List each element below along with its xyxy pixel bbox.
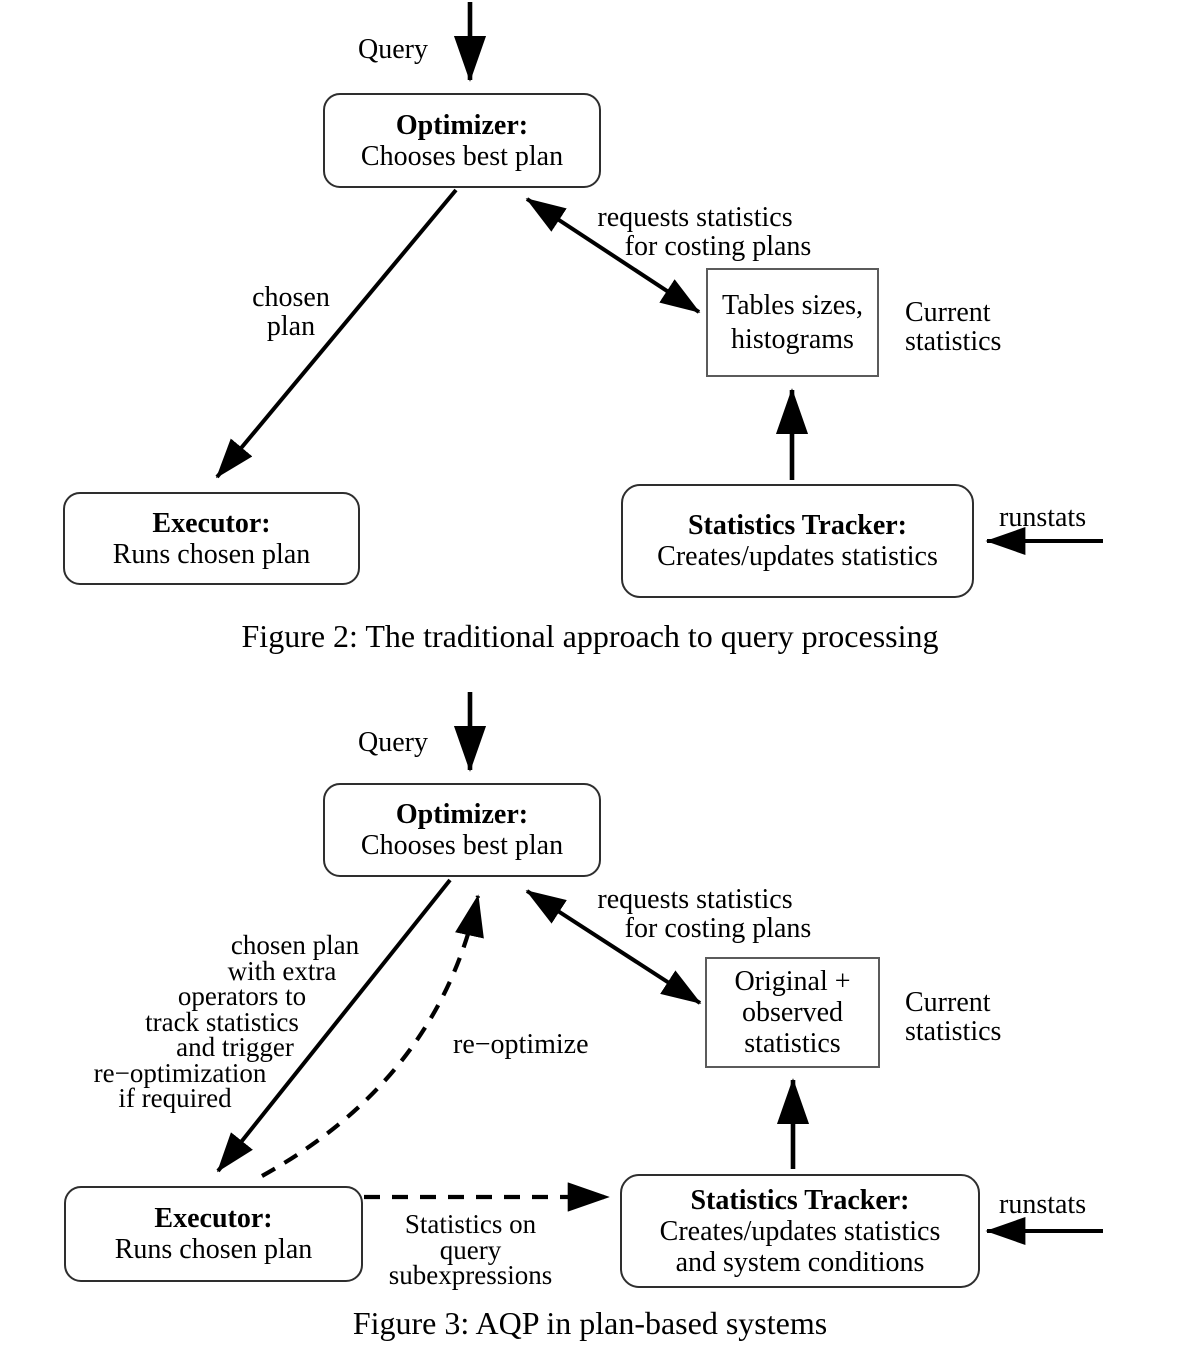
fig2-optimizer-body: Chooses best plan (360, 140, 564, 172)
fig2-tracker-body: Creates/updates statistics (657, 541, 938, 572)
fig3-caption: Figure 3: AQP in plan-based systems (352, 1305, 828, 1341)
fig2-current-statistics-label: Current statistics (905, 297, 1002, 357)
fig3-chosen-plan-arrow (216, 878, 452, 1173)
fig3-tracker-body2: and system conditions (675, 1246, 925, 1278)
fig3-runstats-label: runstats (999, 1189, 1087, 1220)
fig2-statistics-tracker-box: Statistics Tracker: Creates/updates stat… (621, 484, 974, 598)
fig2-runstats-label: runstats (999, 502, 1087, 533)
fig2-caption: Figure 2: The traditional approach to qu… (241, 618, 939, 654)
fig2-executor-title: Executor: (152, 507, 271, 539)
fig3-requests-statistics-arrow (525, 889, 702, 1005)
fig3-chosen-plan-label: chosen plan with extra operators to trac… (93, 930, 360, 1113)
fig3-statistics-on-label: Statistics on query subexpressions (388, 1209, 553, 1290)
fig2-tracker-title: Statistics Tracker: (687, 510, 908, 541)
fig3-optimizer-title: Optimizer: (395, 799, 529, 830)
fig2-current-statistics-box: Tables sizes, histograms (706, 268, 879, 377)
fig3-optimizer-box: Optimizer: Chooses best plan (323, 783, 601, 877)
fig2-executor-box: Executor: Runs chosen plan (63, 492, 360, 585)
fig2-chosen-plan-label: chosen plan (252, 282, 330, 342)
fig3-executor-box: Executor: Runs chosen plan (64, 1186, 363, 1282)
fig2-requests-statistics-arrow (525, 197, 701, 314)
fig3-current-statistics-box: Original + observed statistics (705, 957, 880, 1068)
fig2-optimizer-title: Optimizer: (395, 109, 529, 141)
fig3-query-label: Query (358, 727, 428, 758)
fig3-current-statistics-label: Current statistics (905, 987, 1002, 1047)
fig3-reoptimize-label: re−optimize (453, 1029, 589, 1060)
fig3-optimizer-body: Chooses best plan (360, 830, 564, 861)
fig2-optimizer-box: Optimizer: Chooses best plan (323, 93, 601, 188)
fig3-executor-body: Runs chosen plan (114, 1234, 313, 1265)
fig3-tracker-body1: Creates/updates statistics (659, 1215, 941, 1247)
fig3-reoptimize-arrow (260, 894, 484, 1178)
fig3-tracker-title: Statistics Tracker: (690, 1184, 910, 1216)
fig2-requests-statistics-label: requests statistics for costing plans (597, 202, 812, 262)
fig2-executor-body: Runs chosen plan (112, 538, 311, 570)
fig3-statistics-tracker-box: Statistics Tracker: Creates/updates stat… (620, 1174, 980, 1288)
fig3-requests-statistics-label: requests statistics for costing plans (597, 884, 812, 944)
fig2-chosen-plan-arrow (215, 188, 458, 479)
fig2-query-label: Query (358, 34, 428, 65)
fig3-executor-title: Executor: (154, 1203, 273, 1234)
